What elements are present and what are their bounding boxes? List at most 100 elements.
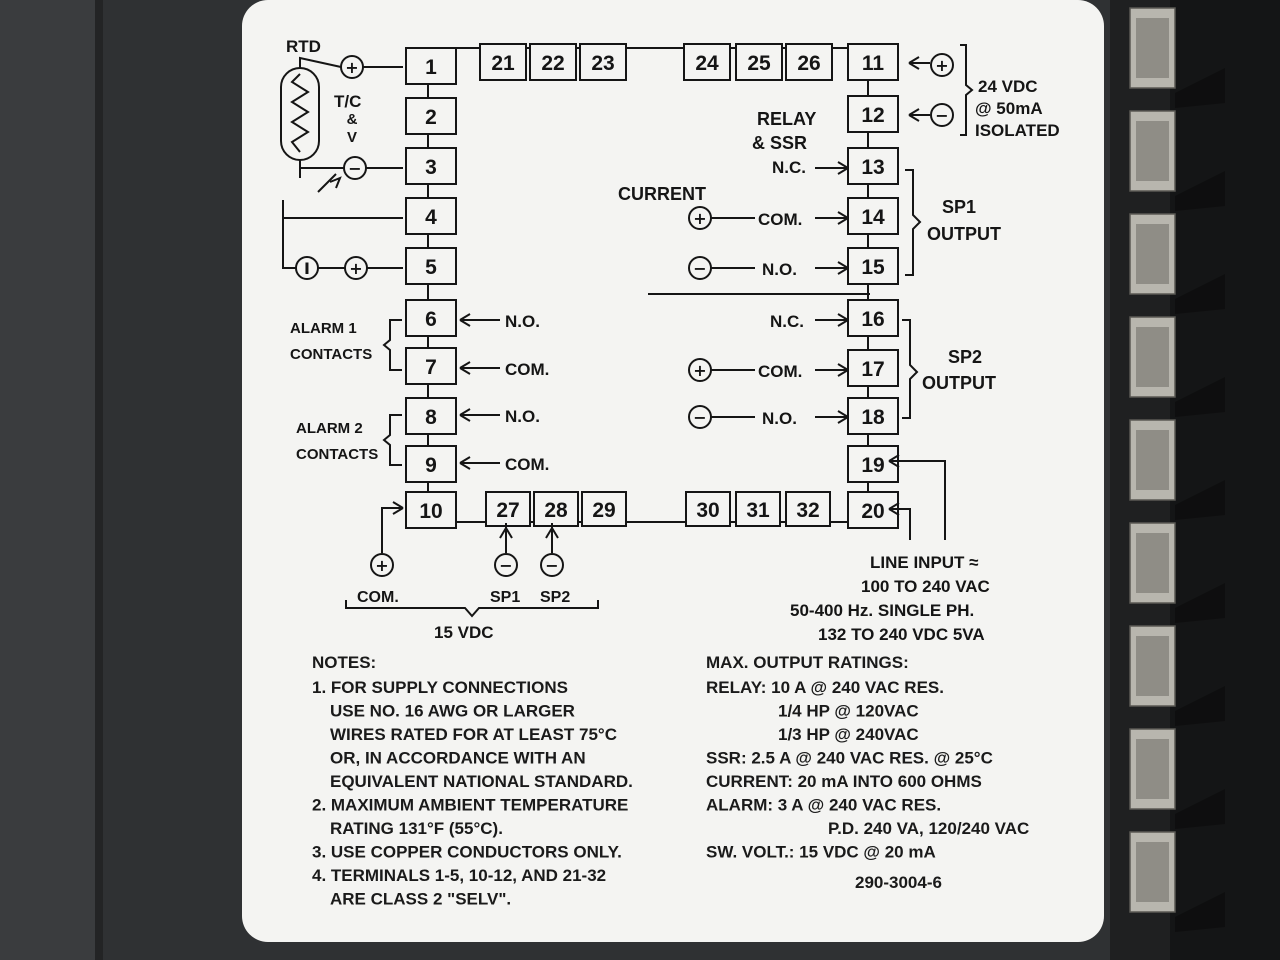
arrow-terminal-7: [459, 361, 500, 375]
terminal-3-number: 3: [425, 156, 437, 179]
terminal-8-number: 8: [425, 406, 437, 429]
terminal-barrier: [1175, 274, 1225, 314]
minus-sign-icon: −: [348, 159, 361, 178]
alarm2-brace: [382, 414, 402, 466]
alarm1-label-line2: CONTACTS: [290, 346, 372, 363]
plus-sign-icon: +: [693, 209, 706, 228]
terminal-5-number: 5: [425, 256, 437, 279]
sp2-brace: [902, 319, 919, 419]
terminal-24-number: 24: [695, 52, 719, 75]
terminal-29: 29: [581, 491, 627, 527]
terminal-screw-strip: [1129, 7, 1225, 932]
terminal-17: 17: [847, 349, 899, 387]
plus-sign-icon: +: [349, 259, 362, 278]
terminal-25: 25: [735, 43, 783, 81]
rating-line: ALARM: 3 A @ 240 VAC RES.: [706, 796, 941, 815]
plus-sign-icon: +: [693, 361, 706, 380]
input-wire-5: [282, 218, 403, 269]
terminal-25-number: 25: [747, 52, 771, 75]
note-line: USE NO. 16 AWG OR LARGER: [330, 702, 575, 721]
terminal-16-number: 16: [861, 308, 884, 331]
terminal-31-box: [735, 491, 781, 527]
terminal-16: 16: [847, 299, 899, 337]
terminal-14: 14: [847, 197, 899, 235]
terminal-18-no-label: N.O.: [762, 409, 797, 428]
line-input-line3: 132 TO 240 VDC 5VA: [818, 625, 985, 644]
terminal-barrier: [1175, 892, 1225, 932]
v-label: V: [347, 129, 357, 146]
relay-label-line2: & SSR: [752, 133, 807, 153]
terminal-7-box: [405, 347, 457, 385]
rating-line: 1/3 HP @ 240VAC: [778, 725, 919, 744]
plus-sign-icon: +: [345, 58, 358, 77]
terminal-1: 1: [405, 47, 457, 85]
supply-sp2-label: SP2: [540, 589, 570, 606]
terminal-25-box: [735, 43, 783, 81]
arrow-terminal-16: [815, 313, 849, 327]
terminal-23-box: [579, 43, 627, 81]
terminal-23: 23: [579, 43, 627, 81]
terminal-3-box: [405, 147, 457, 185]
terminal-barrier: [1175, 377, 1225, 417]
terminal-13-nc-label: N.C.: [772, 158, 806, 177]
terminal-barrier: [1175, 583, 1225, 623]
rtd-label: RTD: [286, 37, 321, 56]
terminal-31-number: 31: [746, 499, 770, 522]
terminal-5-box: [405, 247, 457, 285]
terminal-29-number: 29: [592, 499, 615, 522]
terminal-28-wire: [545, 523, 559, 553]
rtd-wire-top: [299, 56, 403, 68]
terminal-screw-head: [1136, 739, 1169, 799]
minus-sign-icon: −: [935, 106, 948, 125]
terminal-16-box: [847, 299, 899, 337]
terminal-8-box: [405, 397, 457, 435]
terminal-13-number: 13: [861, 156, 884, 179]
terminal-screw-head: [1136, 224, 1169, 284]
terminal-2: 2: [405, 97, 457, 135]
terminal-15-no-label: N.O.: [762, 260, 797, 279]
notes-title: NOTES:: [312, 653, 376, 672]
sp1-brace: [905, 169, 922, 276]
terminal-barrier: [1175, 686, 1225, 726]
terminal-26-number: 26: [797, 52, 820, 75]
note-line: RATING 131°F (55°C).: [330, 819, 503, 838]
current-plus-terminal-icon: [344, 256, 368, 280]
ratings-title: MAX. OUTPUT RATINGS:: [706, 653, 909, 672]
terminal-10-wire: [381, 501, 404, 553]
sp1-output-line1: SP1: [942, 197, 976, 217]
rating-line: 1/4 HP @ 120VAC: [778, 702, 919, 721]
supply-com-plus-icon: [370, 553, 394, 577]
terminal-3: 3: [405, 147, 457, 185]
relay-label-line1: RELAY: [757, 109, 816, 129]
terminal-24: 24: [683, 43, 731, 81]
sp2-minus-icon: [540, 553, 564, 577]
line-input-title: LINE INPUT ≈: [870, 553, 979, 572]
plus-sign-icon: +: [935, 56, 948, 75]
terminal-17-com-label: COM.: [758, 362, 802, 381]
terminal-20-number: 20: [861, 500, 884, 523]
terminal-9-number: 9: [425, 454, 437, 477]
note-line: ARE CLASS 2 "SELV".: [330, 890, 511, 909]
terminal-22: 22: [529, 43, 577, 81]
terminal-21-number: 21: [491, 52, 515, 75]
terminal-28: 28: [533, 491, 579, 527]
alarm2-label-line1: ALARM 2: [296, 420, 363, 437]
sp2-output-line2: OUTPUT: [922, 373, 996, 393]
rating-line: SSR: 2.5 A @ 240 VAC RES. @ 25°C: [706, 749, 993, 768]
sp1-output-line2: OUTPUT: [927, 224, 1001, 244]
terminal-screw-head: [1136, 430, 1169, 490]
arrow-terminal-13: [815, 161, 849, 175]
terminal-32: 32: [785, 491, 831, 527]
supply-vdc-label: 15 VDC: [434, 623, 494, 642]
rating-line: P.D. 240 VA, 120/240 VAC: [828, 819, 1029, 838]
terminal-12: 12: [847, 95, 899, 133]
terminal-11-box: [847, 43, 899, 81]
supply-com-label: COM.: [357, 589, 399, 606]
terminal-barrier: [1175, 171, 1225, 211]
rating-line: RELAY: 10 A @ 240 VAC RES.: [706, 678, 944, 697]
terminal-screw-head: [1136, 327, 1169, 387]
terminal-7: 7: [405, 347, 457, 385]
